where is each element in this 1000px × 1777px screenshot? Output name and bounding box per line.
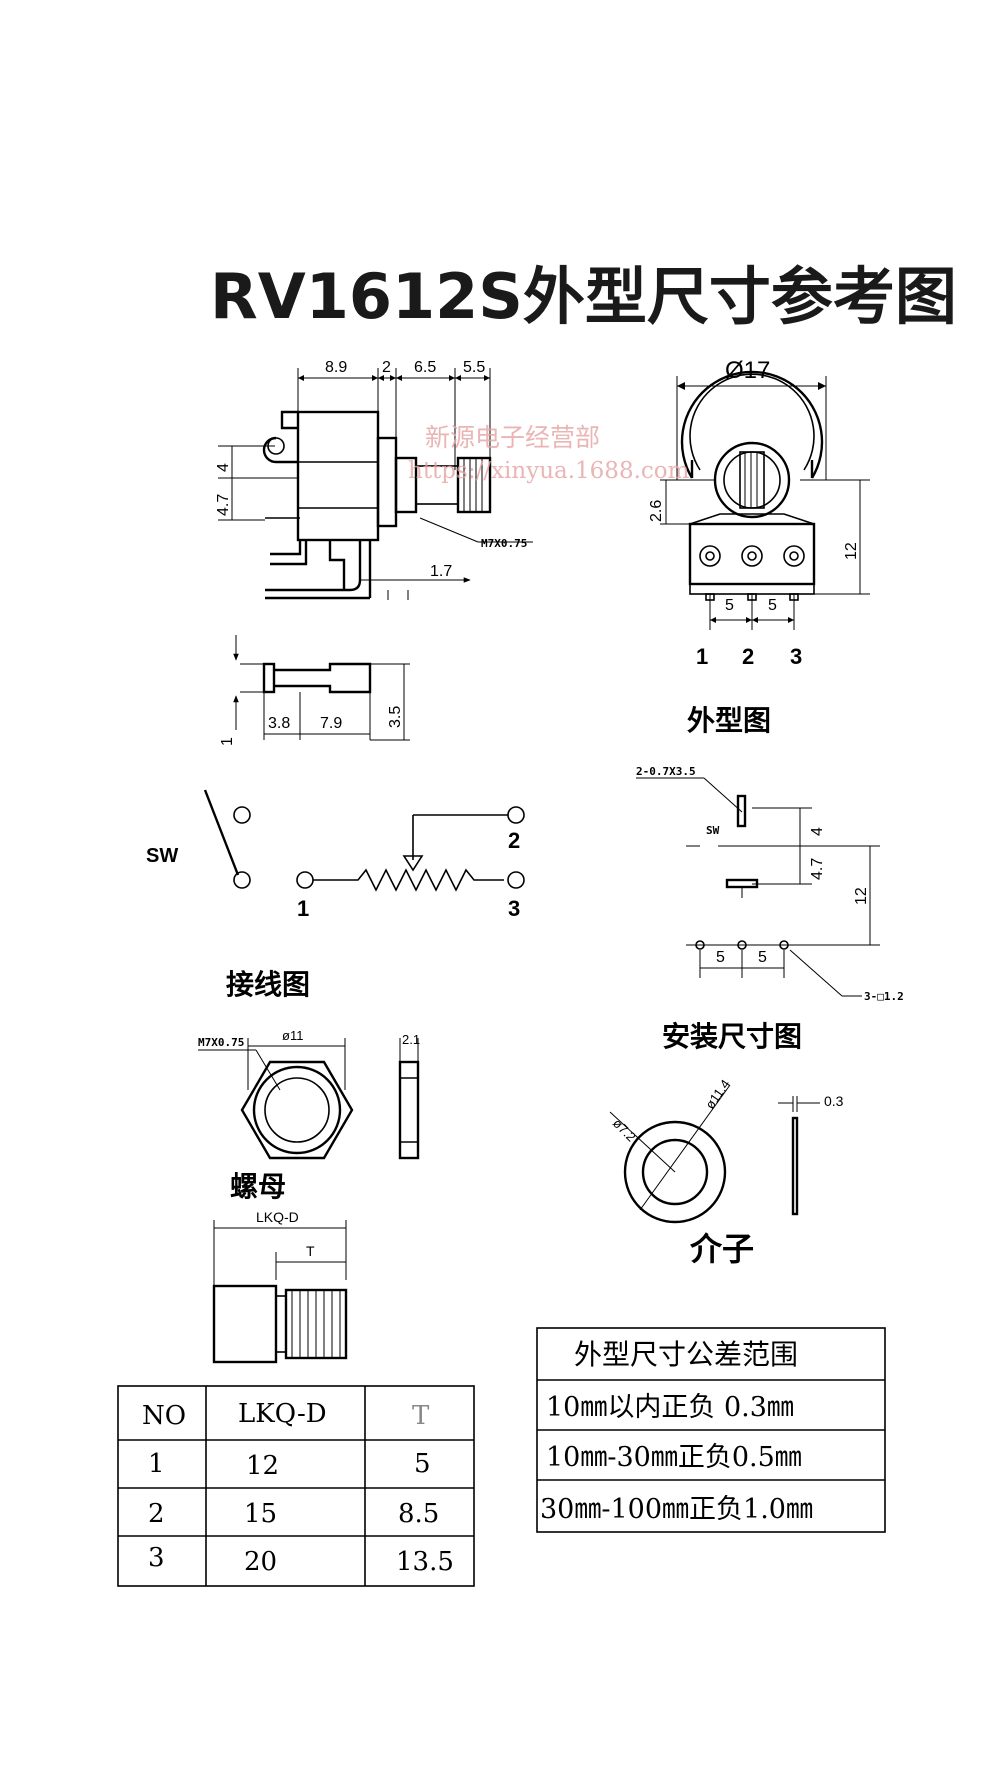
nut-thick-label: 2.1 [402,1032,420,1047]
dim-1-7: 1.7 [430,563,452,580]
dim-4: 4 [215,463,232,472]
mounting-diagram: 2-0.7X3.5 SW 4 4.7 12 5 5 3-□1.2 [636,765,904,1003]
mount-sw-label: SW [706,824,720,837]
nut-label: 螺母 [230,1170,286,1203]
table-header-t: T [412,1401,430,1431]
table-cell: 5 [414,1449,431,1479]
dim-6-5: 6.5 [414,359,436,376]
table-cell: 1 [148,1449,165,1479]
outline-label: 外型图 [687,704,771,737]
wiring-label: 接线图 [226,968,310,1001]
dim-3-5: 3.5 [387,706,404,728]
table-cell: 3 [148,1543,165,1573]
tolerance-table: 外型尺寸公差范围 10㎜以内正负 0.3㎜ 10㎜-30㎜正负0.5㎜ 30㎜-… [536,1327,886,1533]
shaft-drawing: LKQ-D T [212,1209,348,1364]
t-label: T [306,1243,315,1259]
nut-dia-label: ø11 [282,1028,303,1043]
tolerance-header: 外型尺寸公差范围 [574,1338,798,1371]
dim-4-7: 4.7 [215,494,232,516]
dim-pitch-1: 5 [725,597,734,614]
tolerance-row: 30㎜-100㎜正负1.0㎜ [540,1494,813,1525]
dim-2-6: 2.6 [648,500,665,522]
pin-detail-drawing: 1 3.8 7.9 3.5 [219,635,410,746]
dim-5-5: 5.5 [463,359,485,376]
table-cell: 13.5 [396,1547,454,1577]
lkq-label: LKQ-D [256,1209,299,1225]
table-cell: 8.5 [398,1499,439,1529]
wiring-pin-2: 2 [508,828,520,853]
washer-thick-label: 0.3 [824,1093,844,1109]
mount-dim-12: 12 [853,887,870,905]
front-view-drawing: Ø17 12 2.6 5 5 1 2 3 [648,357,870,669]
side-view-drawing: 8.9 2 6.5 5.5 4 4.7 M7X0.75 [215,359,533,600]
dim-12: 12 [843,542,860,560]
table-cell: 12 [246,1451,279,1481]
dim-3-8: 3.8 [268,715,290,732]
mount-pitch-1: 5 [716,949,725,966]
dim-1: 1 [219,737,236,746]
sw-label: SW [146,845,178,867]
page-title: RV1612S外型尺寸参考图 [210,260,957,333]
wiring-diagram: SW 2 1 3 [146,789,525,921]
tolerance-row: 10㎜以内正负 0.3㎜ [546,1392,794,1423]
shaft-table: NO LKQ-D T 1 12 5 2 15 8.5 3 20 13.5 [117,1385,475,1587]
holes-label: 3-□1.2 [864,990,904,1003]
dim-diameter: Ø17 [725,357,770,384]
washer-drawing: ø7.2 ø11.4 0.3 [609,1077,844,1224]
watermark-cn: 新源电子经营部 [425,423,600,452]
wiring-pin-1: 1 [297,896,309,921]
mount-pitch-2: 5 [758,949,767,966]
watermark-url: https://xinyua.1688.com [408,458,690,484]
mounting-label: 安装尺寸图 [662,1020,802,1053]
table-cell: 15 [244,1499,277,1529]
tolerance-row: 10㎜-30㎜正负0.5㎜ [546,1442,802,1473]
slot-label: 2-0.7X3.5 [636,765,696,778]
washer-outer-label: ø11.4 [702,1077,733,1112]
mount-dim-4: 4 [809,827,826,836]
dim-7-9: 7.9 [320,715,342,732]
wiring-pin-3: 3 [508,896,520,921]
thread-label: M7X0.75 [481,537,527,550]
washer-label: 介子 [689,1230,754,1268]
mount-dim-4-7: 4.7 [809,858,826,880]
dim-2: 2 [382,359,391,376]
table-header-lkq: LKQ-D [238,1399,327,1429]
table-cell: 20 [244,1547,277,1577]
washer-inner-label: ø7.2 [610,1116,639,1145]
pin-2-label: 2 [742,644,754,669]
pin-1-label: 1 [696,644,708,669]
dim-pitch-2: 5 [768,597,777,614]
dim-8-9: 8.9 [325,359,347,376]
nut-drawing: M7X0.75 ø11 2.1 [198,1028,420,1160]
pin-3-label: 3 [790,644,802,669]
table-header-no: NO [142,1401,186,1431]
nut-thread-label: M7X0.75 [198,1036,244,1049]
table-cell: 2 [148,1499,165,1529]
